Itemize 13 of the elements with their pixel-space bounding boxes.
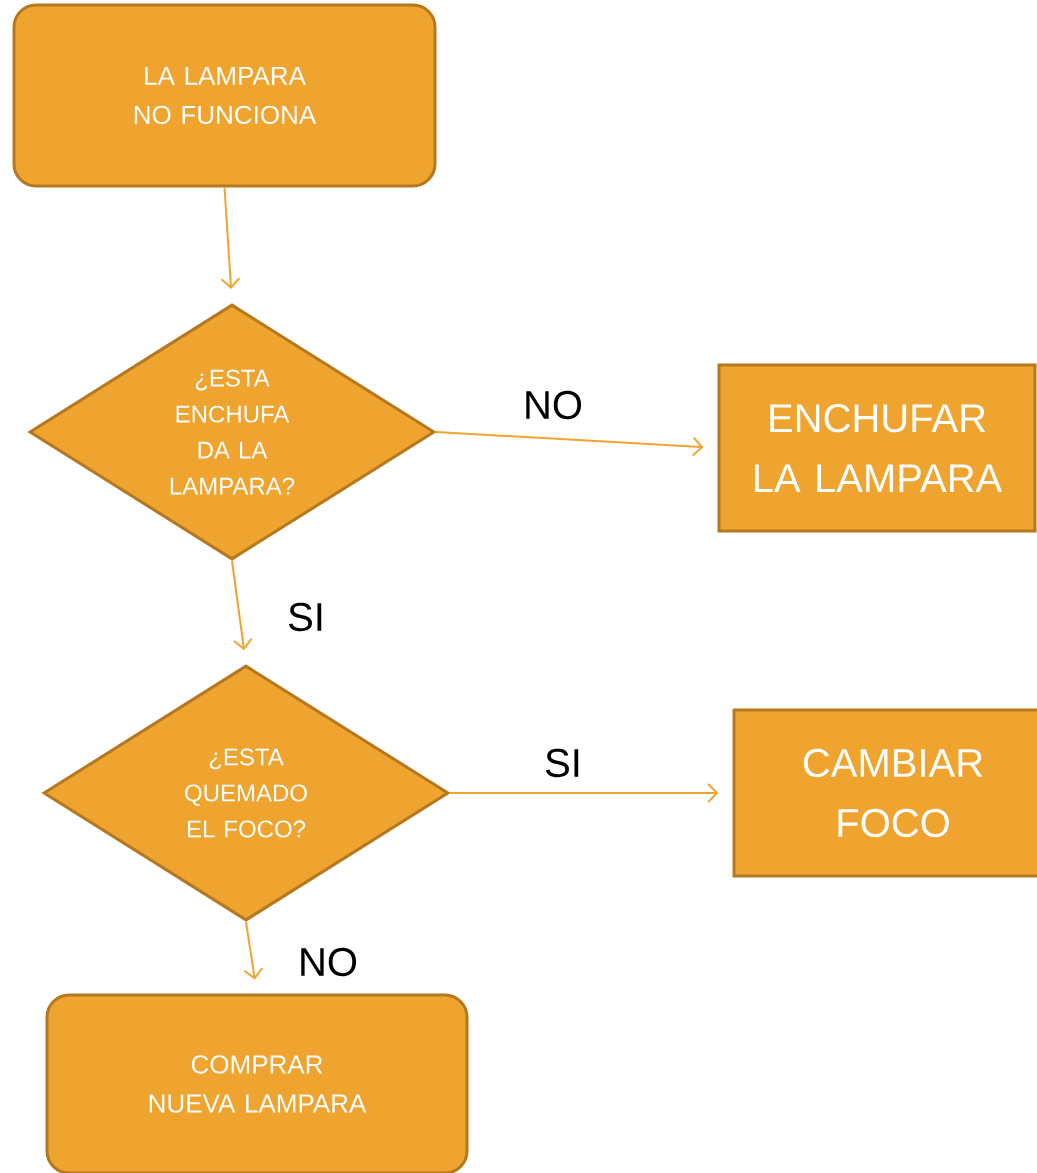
arrow — [435, 431, 704, 457]
edge-label: NO — [526, 390, 582, 420]
arrow — [243, 921, 264, 980]
edge-label: NO — [301, 947, 357, 977]
terminal-box: COMPRAR NUEVA LAMPARA — [45, 993, 469, 1173]
process-box: CAMBIAR FOCO — [732, 708, 1037, 878]
arrow — [220, 186, 241, 290]
terminal-box: LA LAMPARA NO FUNCIONA — [12, 3, 437, 188]
arrow — [449, 783, 719, 803]
edge-label: SI — [288, 602, 322, 632]
process-box: ENCHUFAR LA LAMPARA — [717, 363, 1037, 533]
arrow — [231, 560, 253, 651]
edge-label: SI — [545, 748, 579, 778]
